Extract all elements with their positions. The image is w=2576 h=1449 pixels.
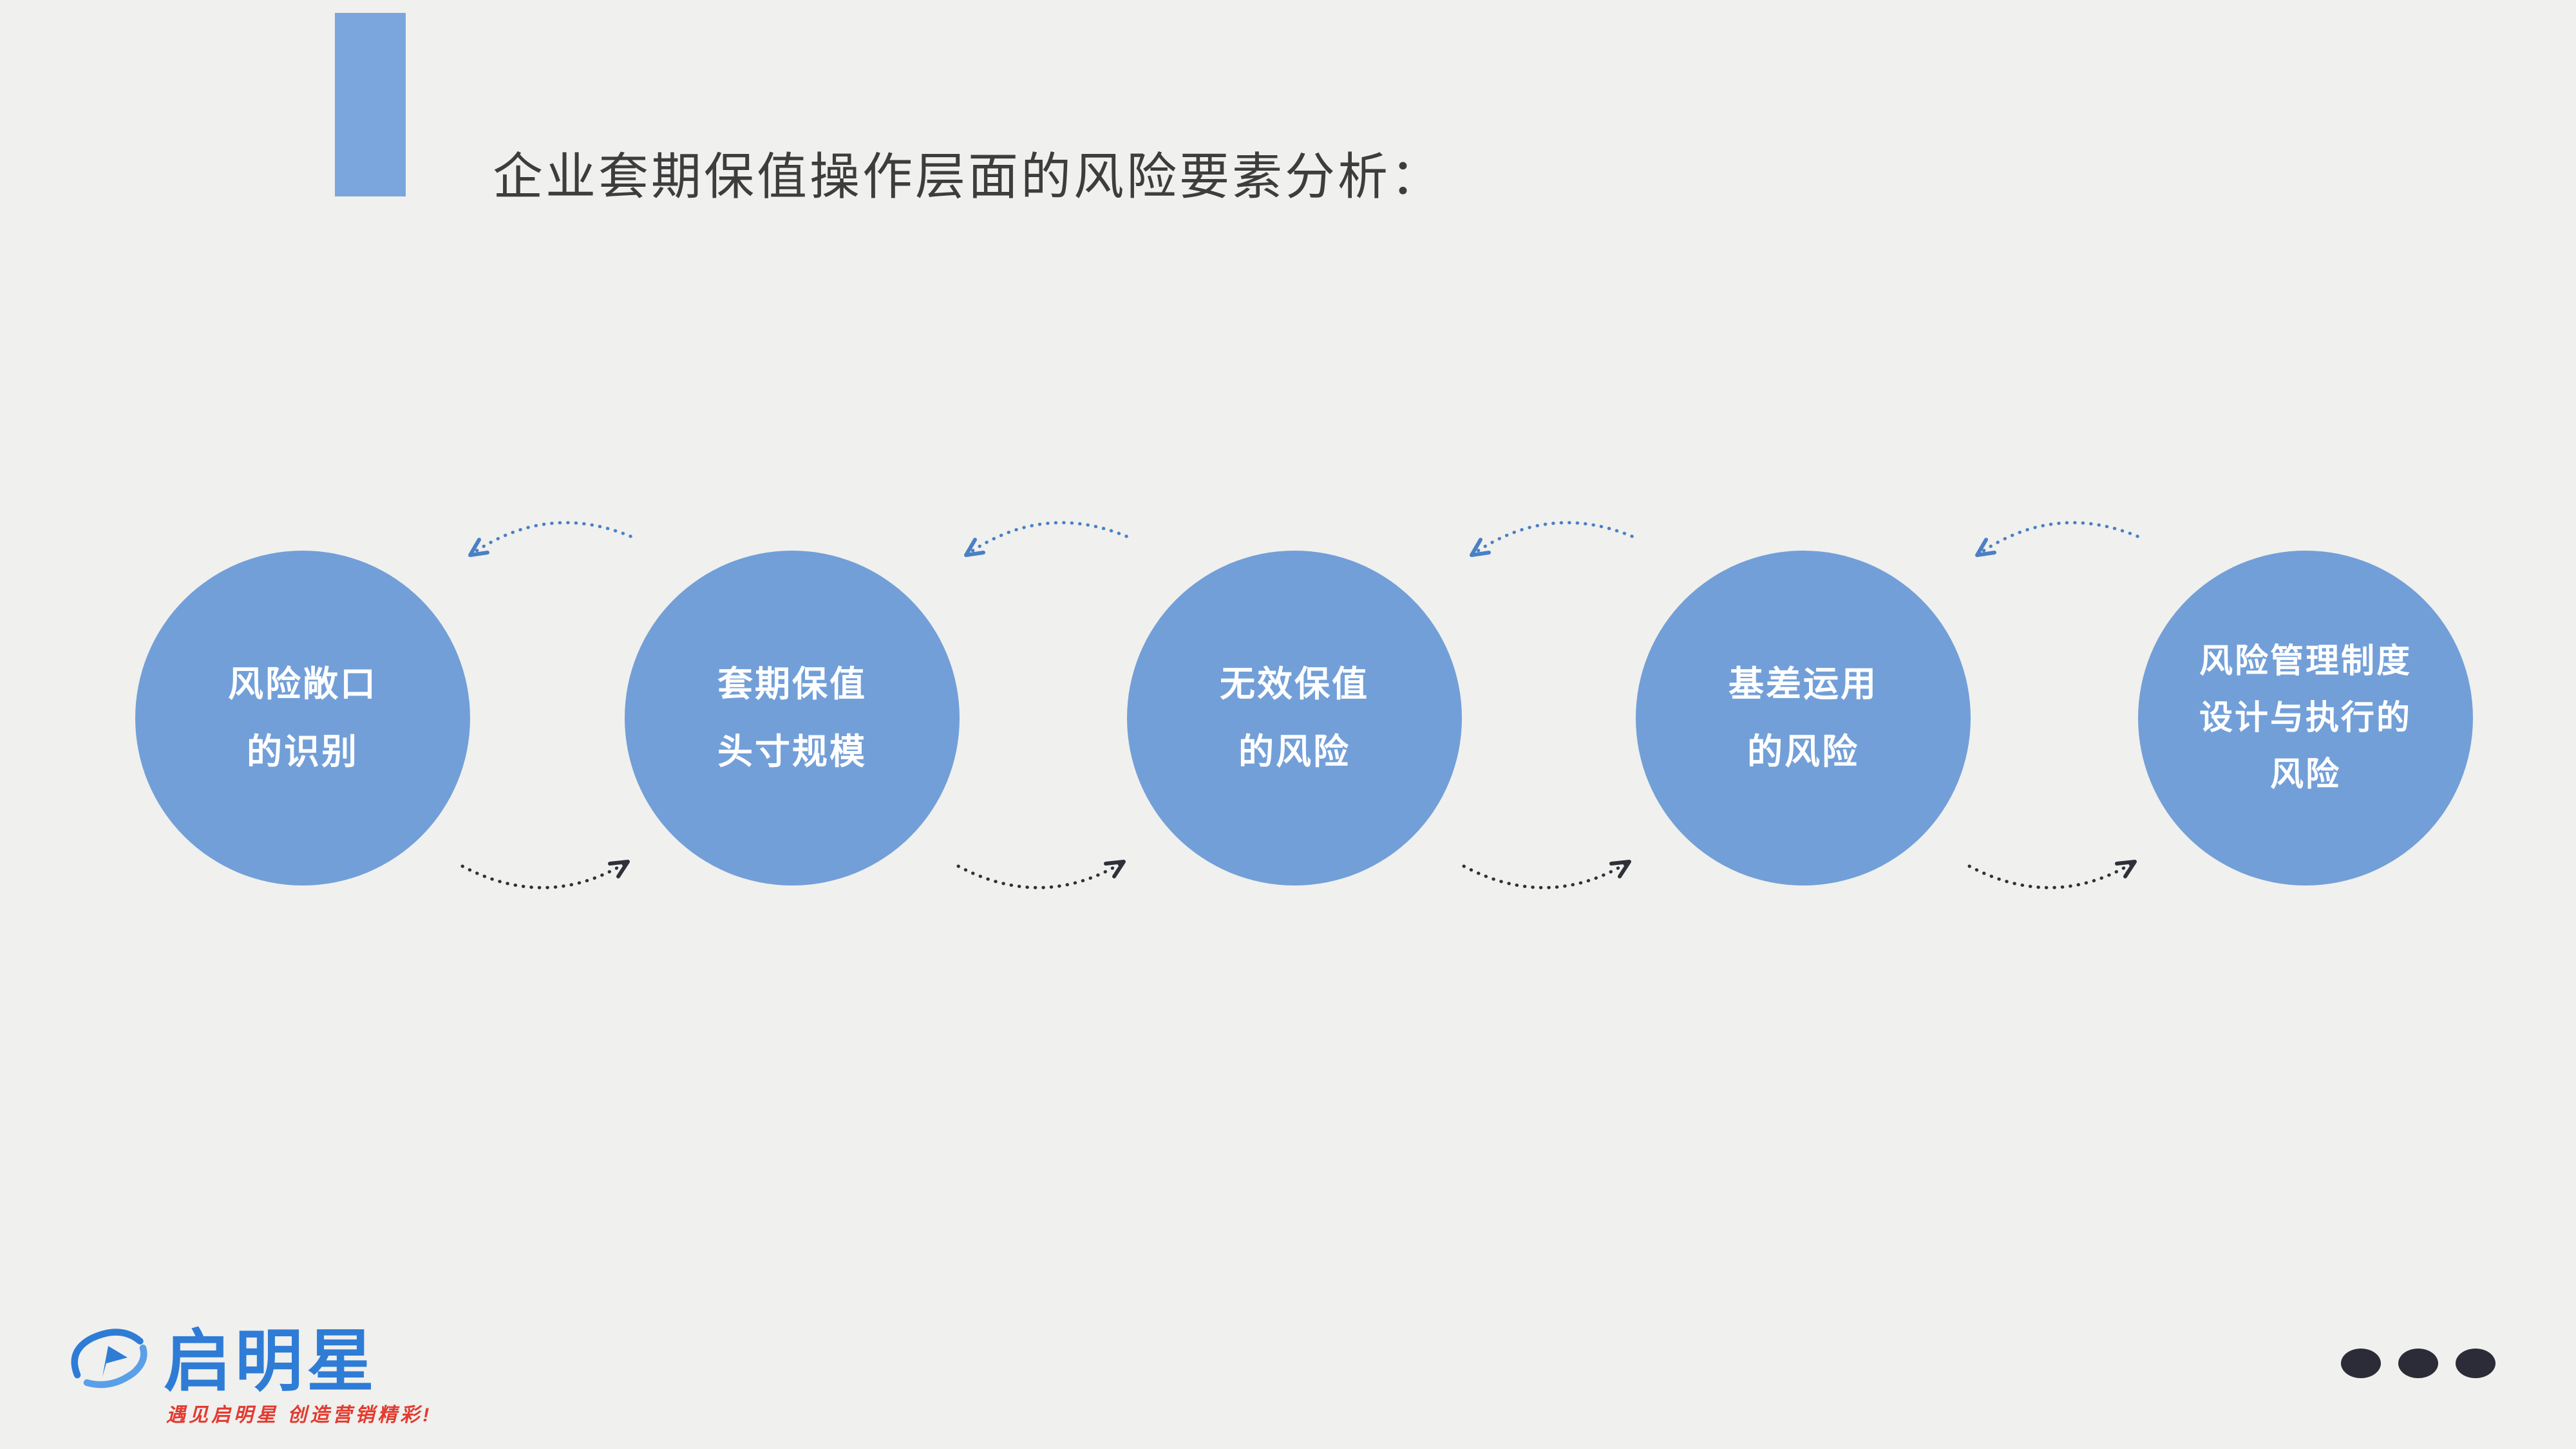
circle-label-line: 套期保值 (717, 664, 867, 704)
circle-label-line: 的风险 (1747, 732, 1859, 772)
process-circle-risk-exposure: 风险敞口 的识别 (135, 551, 470, 886)
circle-label: 套期保值 头寸规模 (717, 650, 867, 786)
process-circle-basis-usage: 基差运用 的风险 (1636, 551, 1971, 886)
cycle-arrow-bottom-icon (1967, 860, 2137, 889)
process-circle-hedge-position: 套期保值 头寸规模 (625, 551, 960, 886)
process-circle-ineffective-hedge: 无效保值 的风险 (1127, 551, 1462, 886)
logo: 启明星 (58, 1307, 378, 1404)
page-title: 企业套期保值操作层面的风险要素分析： (493, 148, 1444, 205)
cycle-arrow-bottom-icon (460, 860, 630, 889)
circle-label: 无效保值 的风险 (1220, 650, 1369, 786)
cycle-arrow-bottom-icon (956, 860, 1126, 889)
logo-tagline: 遇见启明星 创造营销精彩! (166, 1405, 433, 1426)
cycle-arrow-top-icon (1470, 521, 1636, 557)
cycle-arrow-top-icon (468, 521, 634, 557)
circle-label-line: 风险管理制度 (2199, 643, 2412, 680)
circle-label: 风险敞口 的识别 (228, 650, 377, 786)
circle-label-line: 设计与执行的 (2199, 699, 2412, 737)
circle-label-line: 风险敞口 (227, 664, 377, 704)
pagination-dot (2456, 1349, 2496, 1378)
circle-label-line: 头寸规模 (717, 732, 867, 772)
cycle-arrow-top-icon (1975, 521, 2141, 557)
logo-text: 启明星 (164, 1324, 379, 1399)
circle-label: 基差运用 的风险 (1728, 650, 1878, 786)
circle-label-line: 基差运用 (1728, 664, 1878, 704)
cycle-arrow-top-icon (964, 521, 1130, 557)
title-accent-bar (335, 13, 406, 196)
circle-label: 风险管理制度 设计与执行的 风险 (2199, 633, 2412, 803)
circle-label-line: 无效保值 (1219, 664, 1369, 704)
process-circle-management-system: 风险管理制度 设计与执行的 风险 (2138, 551, 2473, 886)
pagination-dot (2398, 1349, 2438, 1378)
circle-label-line: 的风险 (1238, 732, 1350, 772)
pagination-dot (2341, 1349, 2381, 1378)
logo-icon (71, 1329, 147, 1388)
pagination-dots (2341, 1349, 2496, 1378)
cycle-arrow-bottom-icon (1462, 860, 1631, 889)
circle-label-line: 的识别 (246, 732, 359, 772)
circle-label-line: 风险 (2269, 756, 2341, 793)
